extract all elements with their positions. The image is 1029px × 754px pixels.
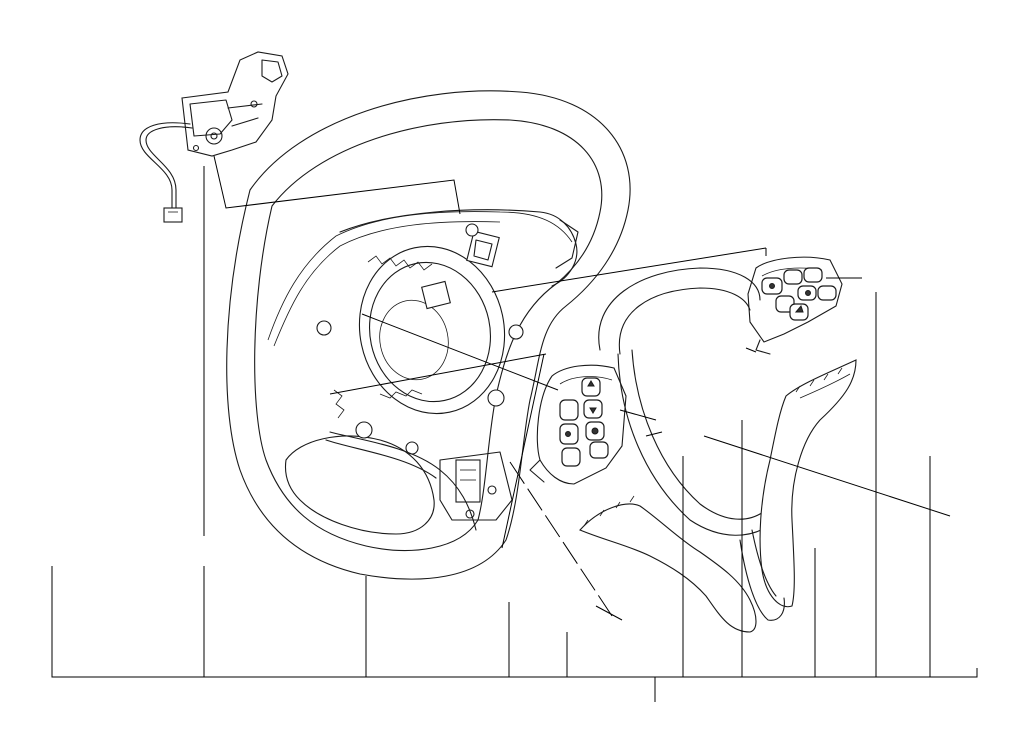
trim-cover-part (579, 267, 857, 633)
control-module-part (139, 51, 289, 223)
leader-lines (51, 155, 978, 702)
left-switch-part (529, 364, 627, 485)
right-switch-part (747, 256, 843, 355)
steering-wheel-part (226, 90, 631, 580)
